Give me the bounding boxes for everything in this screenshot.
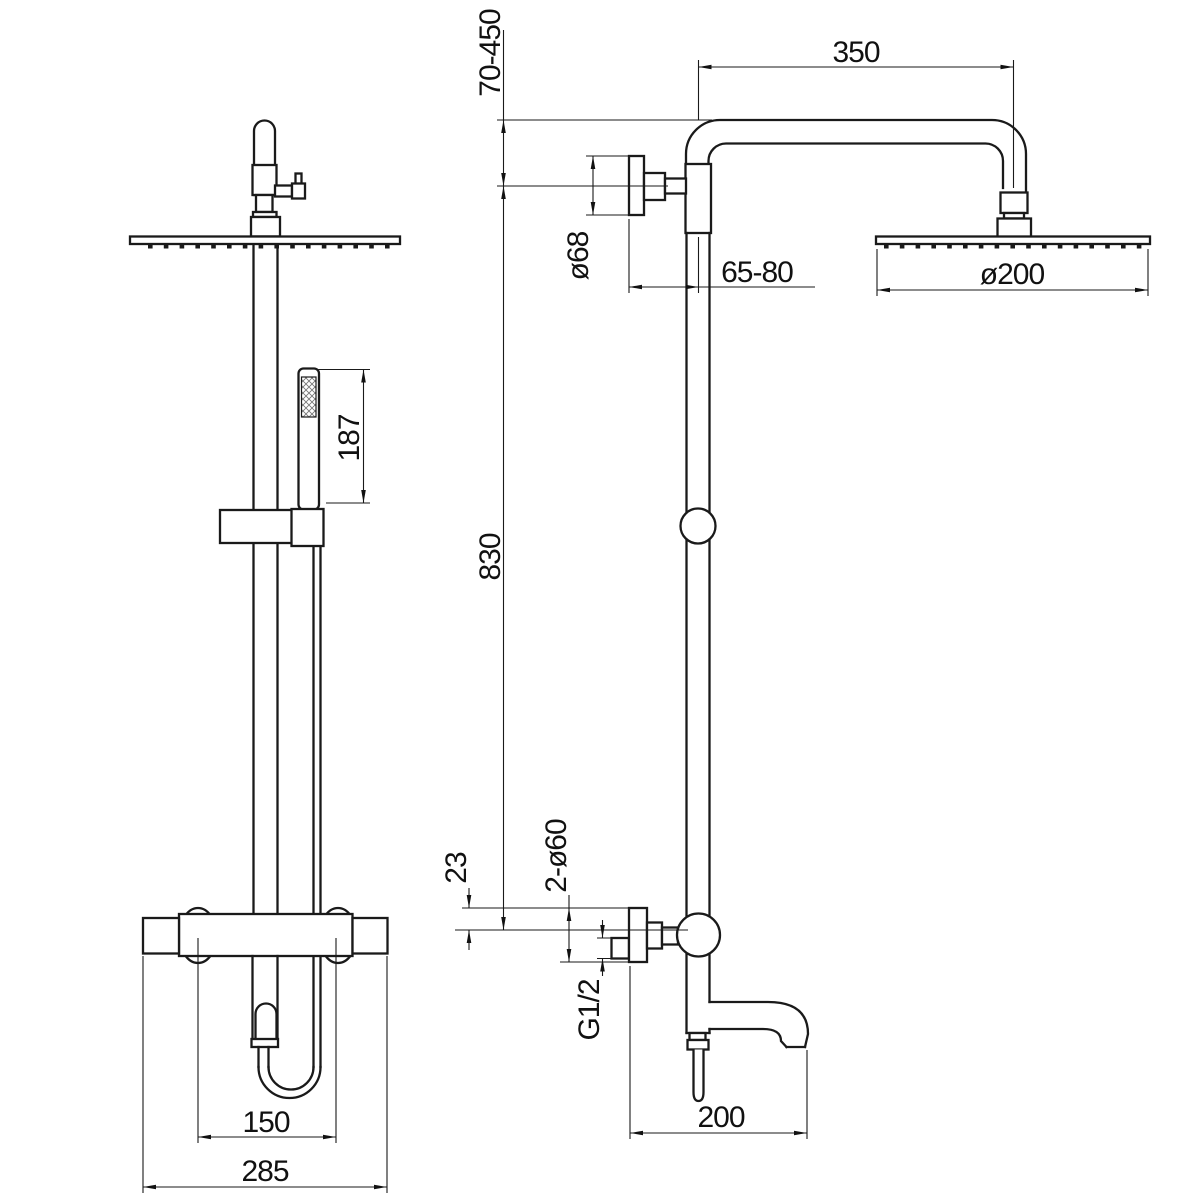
front-riser-pipe — [252, 242, 279, 916]
dim-label-arm-reach: 350 — [832, 36, 879, 69]
dim-label-thread: G1/2 — [573, 979, 606, 1040]
dim-label-inlet-spacing: 150 — [242, 1106, 289, 1139]
dim-label-valve-flanges: 2-ø60 — [540, 819, 573, 893]
valve-right-cap — [351, 916, 389, 955]
dim-label-wall-flange: ø68 — [562, 231, 595, 280]
dim-label-spout-reach: 200 — [697, 1101, 744, 1134]
riser-slider-ring — [679, 507, 717, 545]
handshower-spray-face — [300, 376, 317, 418]
dim-wall-clearance: 65-80 — [628, 219, 815, 293]
wall-bracket-rod — [663, 177, 688, 195]
side-control-knob — [675, 912, 722, 958]
diverter-lever-cap — [290, 182, 307, 200]
dim-label-body-width: 285 — [241, 1155, 288, 1188]
front-head-nozzles — [148, 244, 390, 249]
dim-inlet-offset: 23 — [440, 852, 629, 950]
valve-wall-flange — [627, 906, 649, 964]
dim-handset-length: 187 — [318, 368, 370, 504]
dim-height-adjust: 70-450 — [474, 9, 712, 187]
riser-top-clamp — [684, 162, 713, 235]
side-view — [610, 118, 1152, 1103]
front-head-base — [249, 215, 282, 238]
inlet-thread-nipple — [610, 936, 631, 960]
front-view — [128, 119, 402, 1100]
shower-arm-inner — [707, 142, 1005, 190]
front-shower-head-plate — [128, 235, 402, 246]
valve-hex-nut — [645, 921, 664, 950]
front-head-connector — [254, 193, 274, 214]
valve-body-front — [177, 912, 354, 958]
dim-arm-reach: 350 — [697, 36, 1015, 188]
outlet-collar — [250, 1037, 280, 1049]
head-connector-nut — [999, 191, 1029, 215]
slider-bracket — [218, 508, 294, 545]
pull-handle — [692, 1049, 705, 1103]
handshower-holder — [290, 507, 325, 548]
dim-label-riser-length: 830 — [474, 533, 507, 580]
front-handshower-hose — [312, 544, 322, 1069]
dim-label-handset-length: 187 — [333, 414, 366, 461]
dim-riser-length: 830 — [455, 186, 688, 931]
dimensions: 70-450 830 350 ø68 65-80 — [142, 9, 1149, 1193]
dim-thread: G1/2 — [573, 920, 613, 1041]
spout-outer — [708, 1000, 810, 1049]
side-shower-head-plate — [874, 235, 1152, 246]
dim-valve-flanges: 2-ø60 — [540, 819, 629, 963]
valve-left-cap — [141, 916, 181, 955]
dim-body-width: 285 — [142, 956, 388, 1193]
dim-label-head-diameter: ø200 — [980, 258, 1045, 291]
head-connector-flare — [996, 217, 1033, 239]
hose-u-bend — [257, 1065, 322, 1100]
hose-left-leg — [257, 1045, 270, 1069]
shower-arm-outer — [684, 118, 1028, 192]
dim-head-diameter: ø200 — [876, 249, 1149, 296]
diverter-lever-arm — [273, 184, 294, 198]
dim-inlet-spacing: 150 — [197, 938, 337, 1143]
spout-inner — [708, 1027, 789, 1049]
outlet-dome — [254, 1002, 278, 1041]
dim-label-height-adjust: 70-450 — [474, 9, 507, 97]
dim-wall-flange: ø68 — [562, 155, 628, 280]
dim-label-inlet-offset: 23 — [440, 852, 473, 884]
dim-label-wall-clearance: 65-80 — [721, 256, 793, 289]
dim-spout-reach: 200 — [629, 966, 808, 1139]
side-head-nozzles — [884, 244, 1142, 249]
front-arm-sleeve — [251, 163, 278, 197]
handle-nut — [686, 1038, 710, 1051]
